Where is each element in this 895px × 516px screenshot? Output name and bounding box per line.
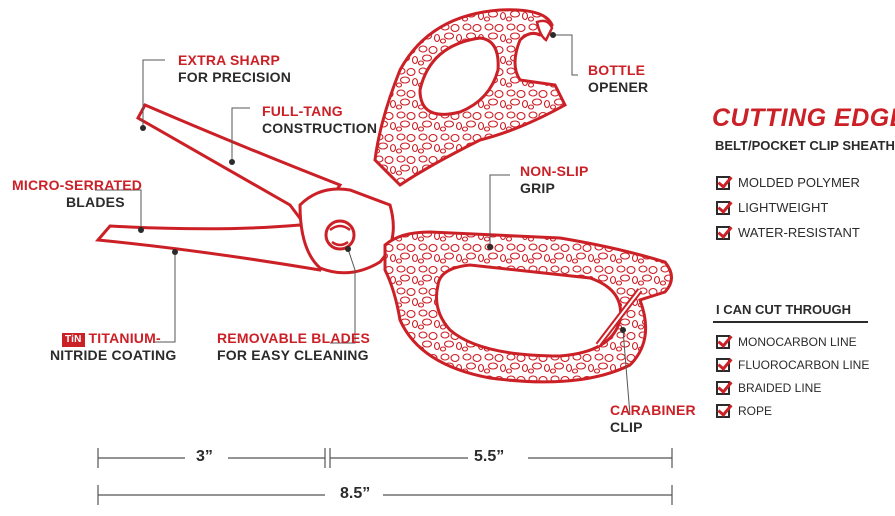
dimension-total: 8.5” <box>340 485 371 502</box>
checkbox-icon <box>716 175 730 190</box>
callout-carabiner: CARABINER CLIP <box>610 402 696 436</box>
callout-titanium-title: TITANIUM- <box>88 330 161 346</box>
cut-label: BRAIDED LINE <box>738 380 822 395</box>
cut-label: ROPE <box>738 403 773 418</box>
callout-carabiner-title: CARABINER <box>610 402 696 418</box>
tin-badge-icon: TiN <box>62 333 85 347</box>
callout-non-slip-text: GRIP <box>520 180 556 196</box>
checkbox-icon <box>716 403 730 418</box>
feature-label: WATER-RESISTANT <box>738 225 860 240</box>
callout-removable-title: REMOVABLE BLADES <box>217 330 371 346</box>
lower-blade <box>94 223 332 272</box>
checkbox-icon <box>716 380 730 395</box>
feature-item: WATER-RESISTANT <box>716 220 860 245</box>
sidebar-subtitle: BELT/POCKET CLIP SHEATH <box>715 138 895 153</box>
callout-bottle-text: OPENER <box>588 79 649 95</box>
callout-extra-sharp-title: EXTRA SHARP <box>178 52 281 68</box>
callout-micro-serrated: MICRO-SERRATED BLADES <box>12 177 142 211</box>
callout-micro-serrated-text: BLADES <box>66 194 125 210</box>
cut-list: MONOCARBON LINE FLUOROCARBON LINE BRAIDE… <box>716 330 869 422</box>
callout-full-tang-text: CONSTRUCTION <box>262 120 378 136</box>
feature-item: MOLDED POLYMER <box>716 170 860 195</box>
dimension-lines <box>97 448 673 505</box>
callout-full-tang: FULL-TANG CONSTRUCTION <box>262 103 377 137</box>
cut-item: FLUOROCARBON LINE <box>716 353 869 376</box>
dimension-blade: 3” <box>196 448 213 465</box>
feature-list: MOLDED POLYMER LIGHTWEIGHT WATER-RESISTA… <box>716 170 860 245</box>
callout-full-tang-title: FULL-TANG <box>262 103 343 119</box>
checkbox-icon <box>716 225 730 240</box>
feature-label: MOLDED POLYMER <box>738 175 860 190</box>
callout-carabiner-text: CLIP <box>610 419 643 435</box>
callout-titanium-text: NITRIDE COATING <box>50 347 177 363</box>
checkbox-icon <box>716 357 730 372</box>
callout-removable-text: FOR EASY CLEANING <box>217 347 369 363</box>
cut-item: ROPE <box>716 399 869 422</box>
leader-lines <box>95 34 631 416</box>
callout-bottle-title: BOTTLE <box>588 62 646 78</box>
cut-item: BRAIDED LINE <box>716 376 869 399</box>
callout-non-slip-title: NON-SLIP <box>520 163 589 179</box>
checkbox-icon <box>716 200 730 215</box>
feature-item: LIGHTWEIGHT <box>716 195 860 220</box>
callout-non-slip: NON-SLIP GRIP <box>520 163 589 197</box>
callout-extra-sharp: EXTRA SHARP FOR PRECISION <box>178 52 291 86</box>
callout-extra-sharp-text: FOR PRECISION <box>178 69 292 85</box>
checkbox-icon <box>716 334 730 349</box>
dimension-handle: 5.5” <box>474 448 505 465</box>
cut-divider <box>713 321 868 323</box>
cut-label: MONOCARBON LINE <box>738 334 857 349</box>
cut-item: MONOCARBON LINE <box>716 330 869 353</box>
callout-micro-serrated-title: MICRO-SERRATED <box>12 177 143 193</box>
sidebar-title: CUTTING EDGE <box>712 104 895 132</box>
feature-label: LIGHTWEIGHT <box>738 200 829 215</box>
callout-bottle-opener: BOTTLE OPENER <box>588 62 648 96</box>
cut-heading: I CAN CUT THROUGH <box>716 302 852 317</box>
cut-label: FLUOROCARBON LINE <box>738 357 870 372</box>
callout-removable-blades: REMOVABLE BLADES FOR EASY CLEANING <box>217 330 370 364</box>
